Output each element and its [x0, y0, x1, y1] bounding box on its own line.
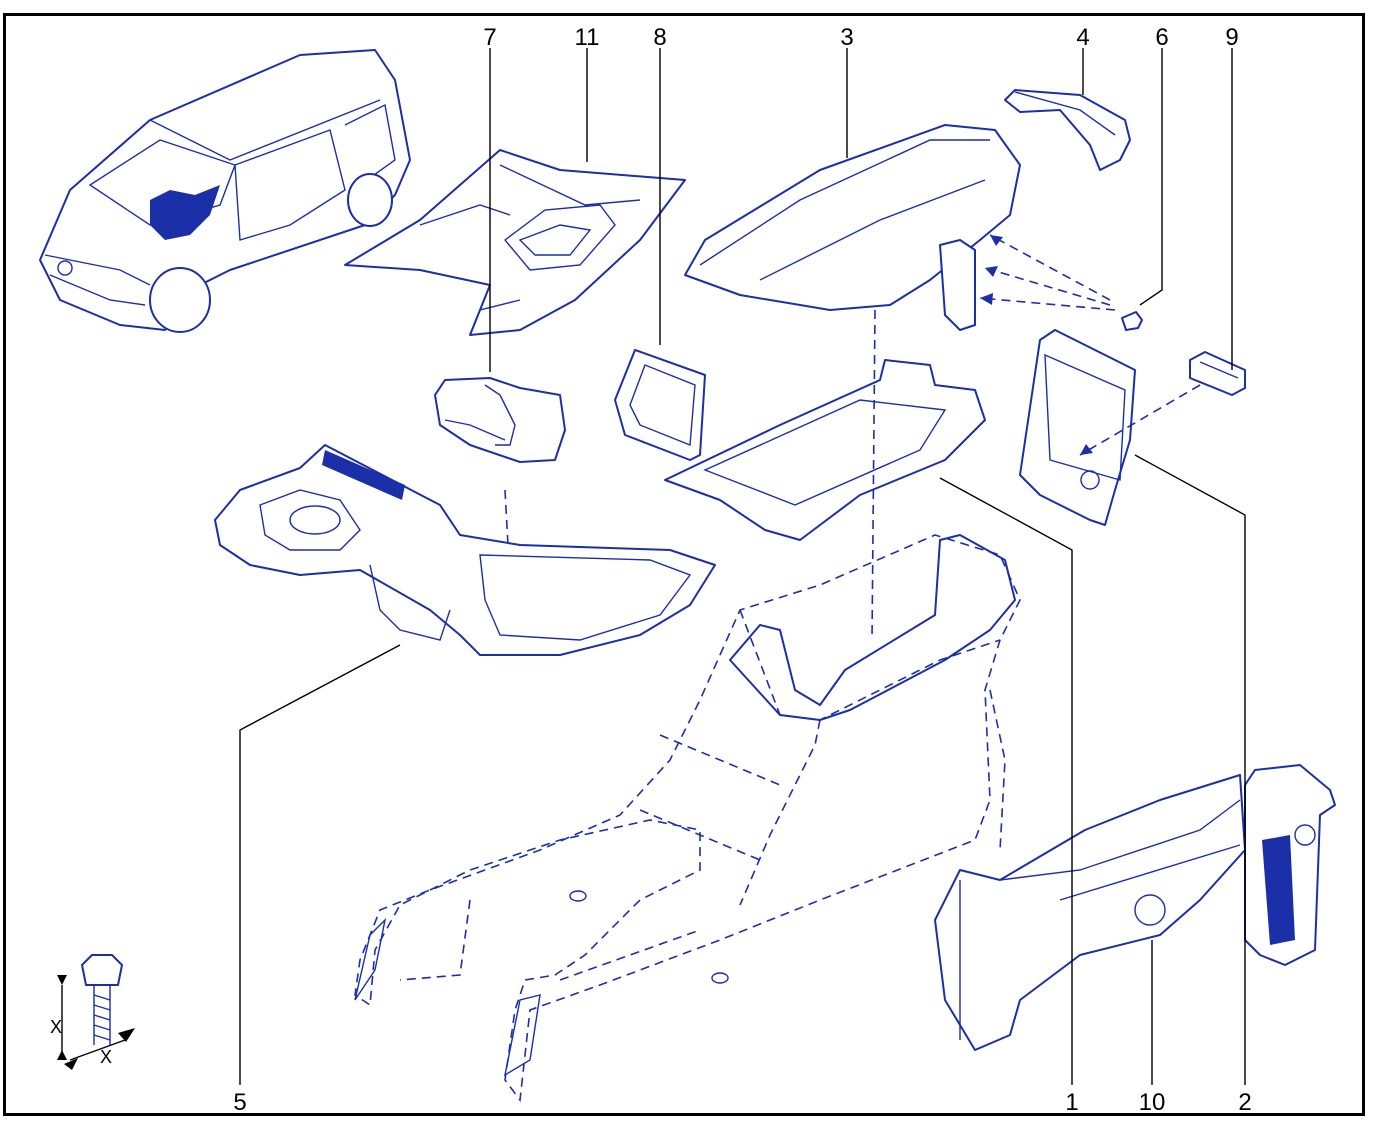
callout-6: 6 [1155, 24, 1168, 51]
callout-10: 10 [1139, 1089, 1166, 1116]
part-2-rear-panel [1019, 329, 1136, 526]
console-body-outline [354, 534, 1021, 1103]
callout-4: 4 [1076, 24, 1089, 51]
part-9-clip [1189, 351, 1246, 396]
callout-8: 8 [653, 24, 666, 51]
assembly-guide-lines [504, 234, 1201, 641]
part-10-assembled-console [934, 764, 1336, 1051]
callout-labels: 7 11 8 3 4 6 9 5 1 10 2 [233, 24, 1251, 1116]
part-5-front-console-assembly [214, 444, 716, 656]
callout-11: 11 [575, 24, 600, 51]
diagram-frame [3, 13, 1365, 1116]
part-7-selector-surround [434, 377, 566, 463]
part-4-trim-cover [1004, 89, 1131, 171]
callout-7: 7 [483, 24, 496, 51]
part-11-upper-trim-panel [344, 149, 686, 336]
callout-leader-lines [239, 48, 1246, 1085]
part-8-bracket [614, 349, 706, 461]
callout-2: 2 [1238, 1089, 1251, 1116]
bolt-dim-x-horizontal: X [100, 1047, 112, 1067]
part-1-console-tray [664, 359, 986, 541]
callout-9: 9 [1225, 24, 1238, 51]
bolt-tightening-legend: X X [50, 954, 135, 1070]
part-3-armrest-lid [684, 124, 1021, 331]
part-6-fastener [1121, 311, 1143, 331]
callout-3: 3 [840, 24, 853, 51]
callout-1: 1 [1065, 1089, 1078, 1116]
callout-5: 5 [233, 1089, 246, 1116]
bolt-dim-x-vertical: X [50, 1017, 62, 1037]
vehicle-location-illustration [39, 49, 411, 333]
